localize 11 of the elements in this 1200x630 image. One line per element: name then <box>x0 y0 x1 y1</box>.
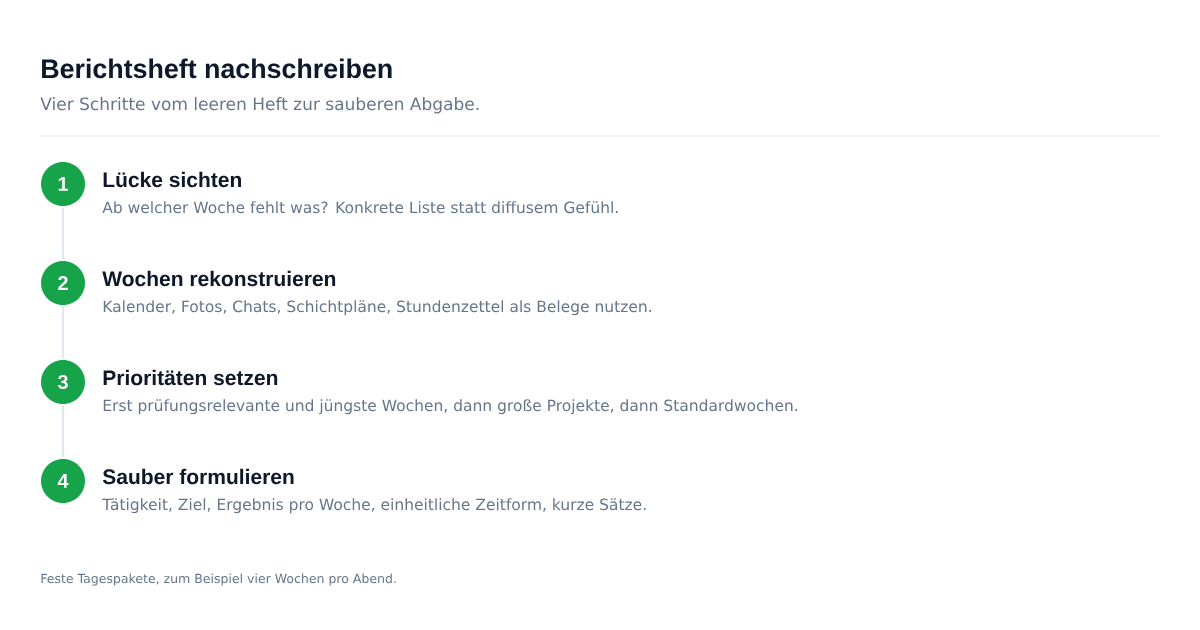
subtitle: Vier Schritte vom leeren Heft zur sauberen Abgabe. <box>40 97 479 114</box>
step-heading: Wochen rekonstruieren <box>102 270 336 287</box>
step-heading: Lücke sichten <box>103 171 241 188</box>
title: Berichtsheft nachschreiben <box>42 58 392 79</box>
footnote: Feste Tagespakete, zum Beispiel vier Wochen pro Abend. <box>41 573 396 586</box>
step-heading: Prioritäten setzen <box>103 369 278 386</box>
step-description: Kalender, Fotos, Chats, Schichtpläne, Stundenzettel als Belege nutzen. <box>103 300 651 316</box>
step-description: Erst prüfungsrelevante und jüngste Wochen, dann große Projekte, dann Standardwochen. <box>103 399 797 415</box>
step-description: Ab welcher Woche fehlt was? Konkrete Liste statt diffusem Gefühl. <box>102 201 618 214</box>
step-heading: Sauber formulieren <box>102 468 294 485</box>
step-description: Tätigkeit, Ziel, Ergebnis pro Woche, einheitliche Zeitform, kurze Sätze. <box>102 498 646 514</box>
